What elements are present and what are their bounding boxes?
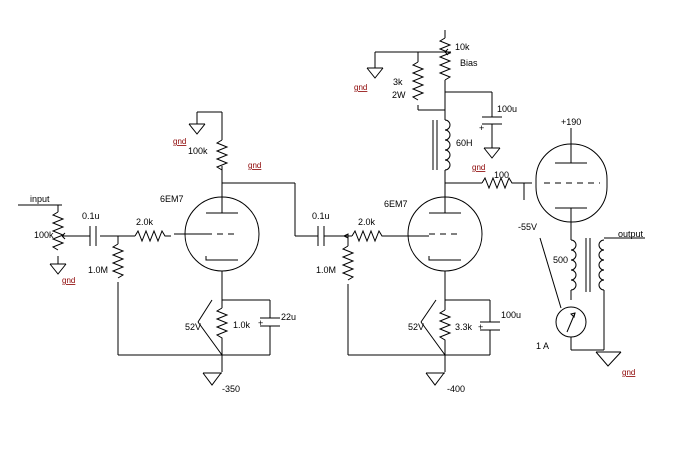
gnd-label-bias: gnd: [354, 83, 367, 92]
plus-sign-1: +: [258, 318, 263, 328]
output-transformer: [570, 237, 645, 350]
ground-symbol-bias-cap: [483, 147, 501, 159]
input-wiring: [18, 204, 270, 356]
pot-bias-label: 10k: [455, 42, 470, 52]
ground-symbol-output: [595, 351, 622, 367]
ammeter: [539, 237, 604, 351]
plus-sign-bias: +: [479, 123, 484, 133]
cathode-network-1: [197, 299, 280, 372]
choke-label: 60H: [456, 138, 473, 148]
cap1-label: 0.1u: [82, 211, 100, 221]
r-cath2-label: 3.3k: [455, 322, 473, 332]
r-grid2-label: 2.0k: [358, 217, 376, 227]
supply-symbol-2: [425, 372, 445, 386]
output-tube: [535, 128, 608, 240]
ground-symbol-bias: [366, 67, 384, 79]
capacitor-1: [89, 226, 97, 246]
zener2-label: 52V: [408, 322, 424, 332]
plus-sign-2: +: [478, 322, 483, 332]
bias-pot-wiper: [444, 48, 451, 56]
grid-voltage-label: -55V: [518, 222, 537, 232]
r-gridleak1-label: 1.0M: [88, 265, 108, 275]
tube1-label: 6EM7: [160, 194, 184, 204]
pot1-label: 100k: [34, 230, 54, 240]
input-label: input: [30, 194, 50, 204]
bias-potentiometer: [438, 37, 452, 81]
supply1-label: -350: [222, 384, 240, 394]
plate-resistor-1: [215, 139, 229, 171]
gnd-label-input: gnd: [62, 276, 75, 285]
choke-inductor: [432, 119, 451, 171]
r-grid3-label: 100: [494, 170, 509, 180]
transformer-primary-label: 500: [553, 255, 568, 265]
cap-cath1-label: 22u: [281, 312, 296, 322]
output-label: output: [618, 229, 644, 239]
grid-leak-resistor-2: [341, 245, 355, 281]
cap-bias-label: 100u: [497, 104, 517, 114]
capacitor-2: [317, 226, 352, 246]
supply2-label: -400: [447, 384, 465, 394]
bias-label: Bias: [460, 58, 478, 68]
cap2-label: 0.1u: [312, 211, 330, 221]
r-gridleak2-label: 1.0M: [316, 265, 336, 275]
gnd-label-bias-cap: gnd: [472, 163, 485, 172]
cathode-resistor-1: [215, 307, 229, 340]
gnd-label-plate1b: gnd: [248, 161, 261, 170]
bias-wiring: [374, 30, 502, 197]
grid-resistor-1: [134, 229, 171, 243]
bias-resistor: [411, 61, 425, 101]
plate-wiring-1: [197, 111, 318, 237]
grid-resistor-3: [481, 176, 532, 190]
supply-symbol-1: [202, 372, 222, 386]
plate-voltage-label: +190: [561, 117, 581, 127]
cathode-network-2: [420, 299, 500, 372]
meter-label: 1 A: [536, 341, 549, 351]
cathode-resistor-2: [438, 309, 452, 342]
cap-cath2-label: 100u: [501, 310, 521, 320]
tube-1: [174, 196, 260, 300]
grid-resistor-2: [351, 229, 402, 243]
r-bias-power-label: 2W: [392, 90, 406, 100]
input-potentiometer: [51, 211, 68, 251]
tube2-label: 6EM7: [384, 199, 408, 209]
ground-symbol-input: [49, 263, 67, 275]
zener1-label: 52V: [185, 322, 201, 332]
r-plate1-label: 100k: [188, 146, 208, 156]
grid-leak-wiring-2: [347, 236, 490, 356]
grid-leak-resistor-1: [111, 243, 125, 279]
gnd-label-output: gnd: [622, 368, 635, 377]
gnd-label-plate1: gnd: [173, 137, 186, 146]
r-bias-label: 3k: [393, 77, 403, 87]
r-grid1-label: 2.0k: [136, 217, 154, 227]
tube-2: [398, 196, 483, 300]
ground-symbol-plate1: [188, 112, 206, 135]
r-cath1-label: 1.0k: [233, 320, 251, 330]
